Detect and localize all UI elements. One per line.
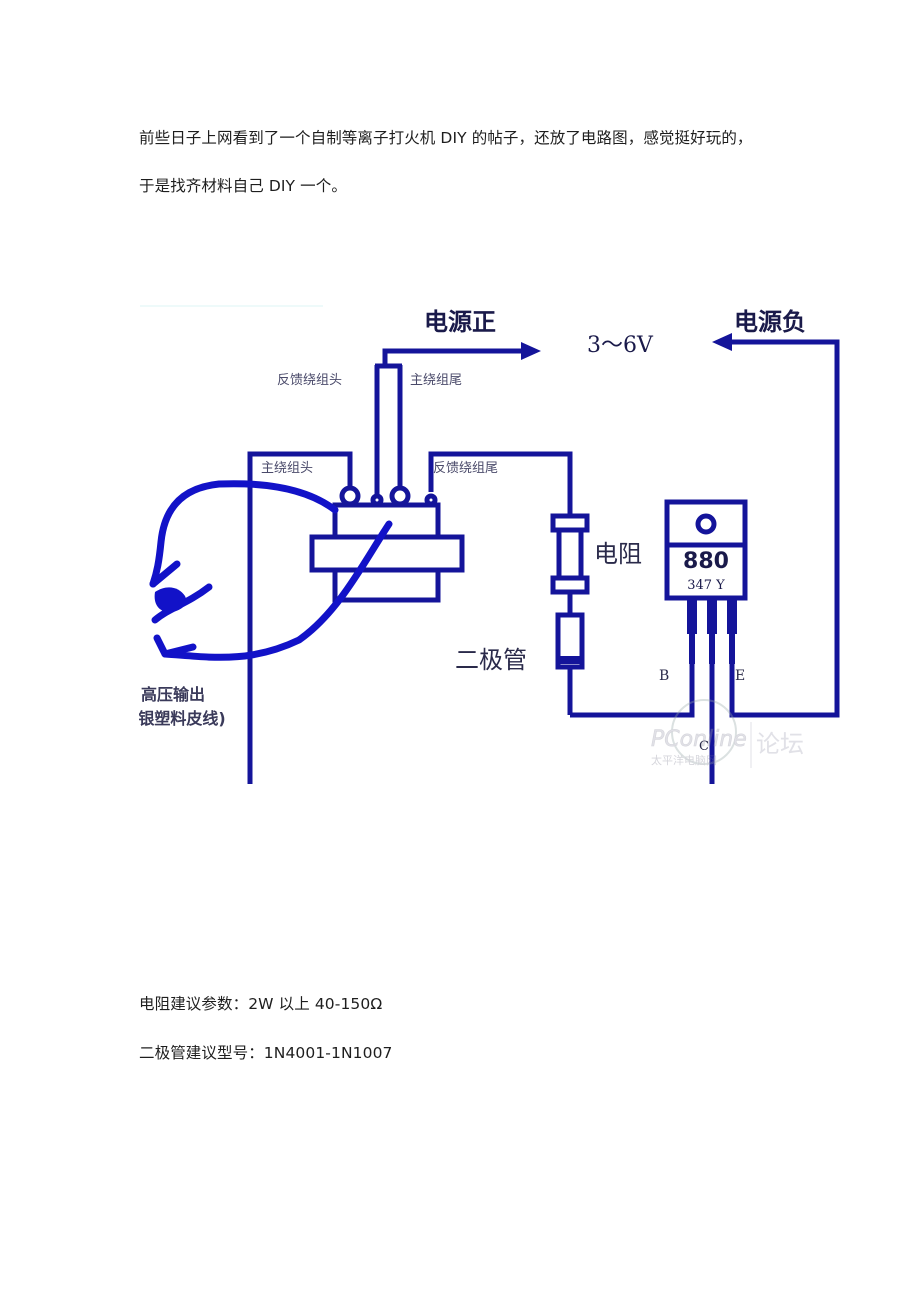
transistor-lead-b-lower [689,632,695,664]
watermark-site: 太平洋电脑网 [651,753,717,767]
diode-cathode-band [558,656,582,664]
wire-power-negative [729,339,840,718]
terminal-main-head [339,485,361,507]
diode-recommendation: 二极管建议型号：1N4001-1N1007 [139,1044,393,1062]
resistor-recommendation: 电阻建议参数：2W 以上 40-150Ω [139,995,383,1013]
transistor-lead-e-upper [727,600,737,634]
transformer-flange [309,534,465,573]
intro-paragraph-line2: 于是找齐材料自己 DIY 一个。 [139,177,347,195]
label-transistor-model: 880 [683,549,729,574]
label-pin-c: C [699,739,709,754]
transistor-lead-b-upper [687,600,697,634]
label-transistor-code: 347 Y [687,578,725,593]
watermark-brand: PConline [651,727,747,752]
wire-power-positive [382,348,524,366]
label-pin-e: E [735,668,745,684]
transistor-lead-c-upper [707,600,717,634]
wire-main-winding-head [247,451,353,784]
terminal-feedback-head [370,493,384,507]
label-power-negative: 电源负 [734,308,806,336]
wire-feedback-winding-tail [428,451,573,516]
watermark-forum: 论坛 [756,730,804,758]
terminal-feedback-tail [424,493,438,507]
label-main-winding-head: 主绕组头 [261,461,313,476]
terminal-main-tail [389,485,411,507]
label-main-winding-tail: 主绕组尾 [410,373,462,388]
spark-icon [154,587,187,612]
hv-arrow-top-tail [149,560,181,588]
transistor-lead-c-lower [709,632,715,664]
label-voltage: 3～6V [587,333,654,358]
arrow-power-negative [712,333,732,351]
watermark-logo-icon [671,699,737,765]
hv-wire-bottom [161,520,393,661]
hv-wire-top [149,480,339,588]
wire-to-base [570,662,695,718]
intro-paragraph-line1: 前些日子上网看到了一个自制等离子打火机 DIY 的帖子，还放了电路图，感觉挺好玩… [139,129,753,147]
circuit-diagram-image: 电源正 3～6V 电源负 反馈绕组头 主绕组尾 主绕组头 反馈绕组尾 电阻 二极… [139,302,849,784]
resistor-cap-bottom [550,575,590,595]
label-resistor: 电阻 [594,540,642,568]
transistor-lead-e-lower [729,632,735,664]
label-power-positive: 电源正 [424,308,496,336]
resistor-body [556,527,584,581]
label-hv-output: 高压输出 [141,685,205,704]
transistor-mount-hole [695,513,717,535]
arrow-power-positive [521,342,541,360]
transistor-body [664,499,748,601]
label-feedback-winding-tail: 反馈绕组尾 [433,461,498,476]
watermark: PConline 太平洋电脑网 论坛 [651,699,804,768]
label-hv-output-note: (银塑料皮线) [139,709,226,728]
label-feedback-winding-head: 反馈绕组头 [277,373,342,388]
hv-arrow-bottom [153,634,197,658]
label-diode: 二极管 [455,646,527,674]
label-pin-b: B [659,668,669,684]
